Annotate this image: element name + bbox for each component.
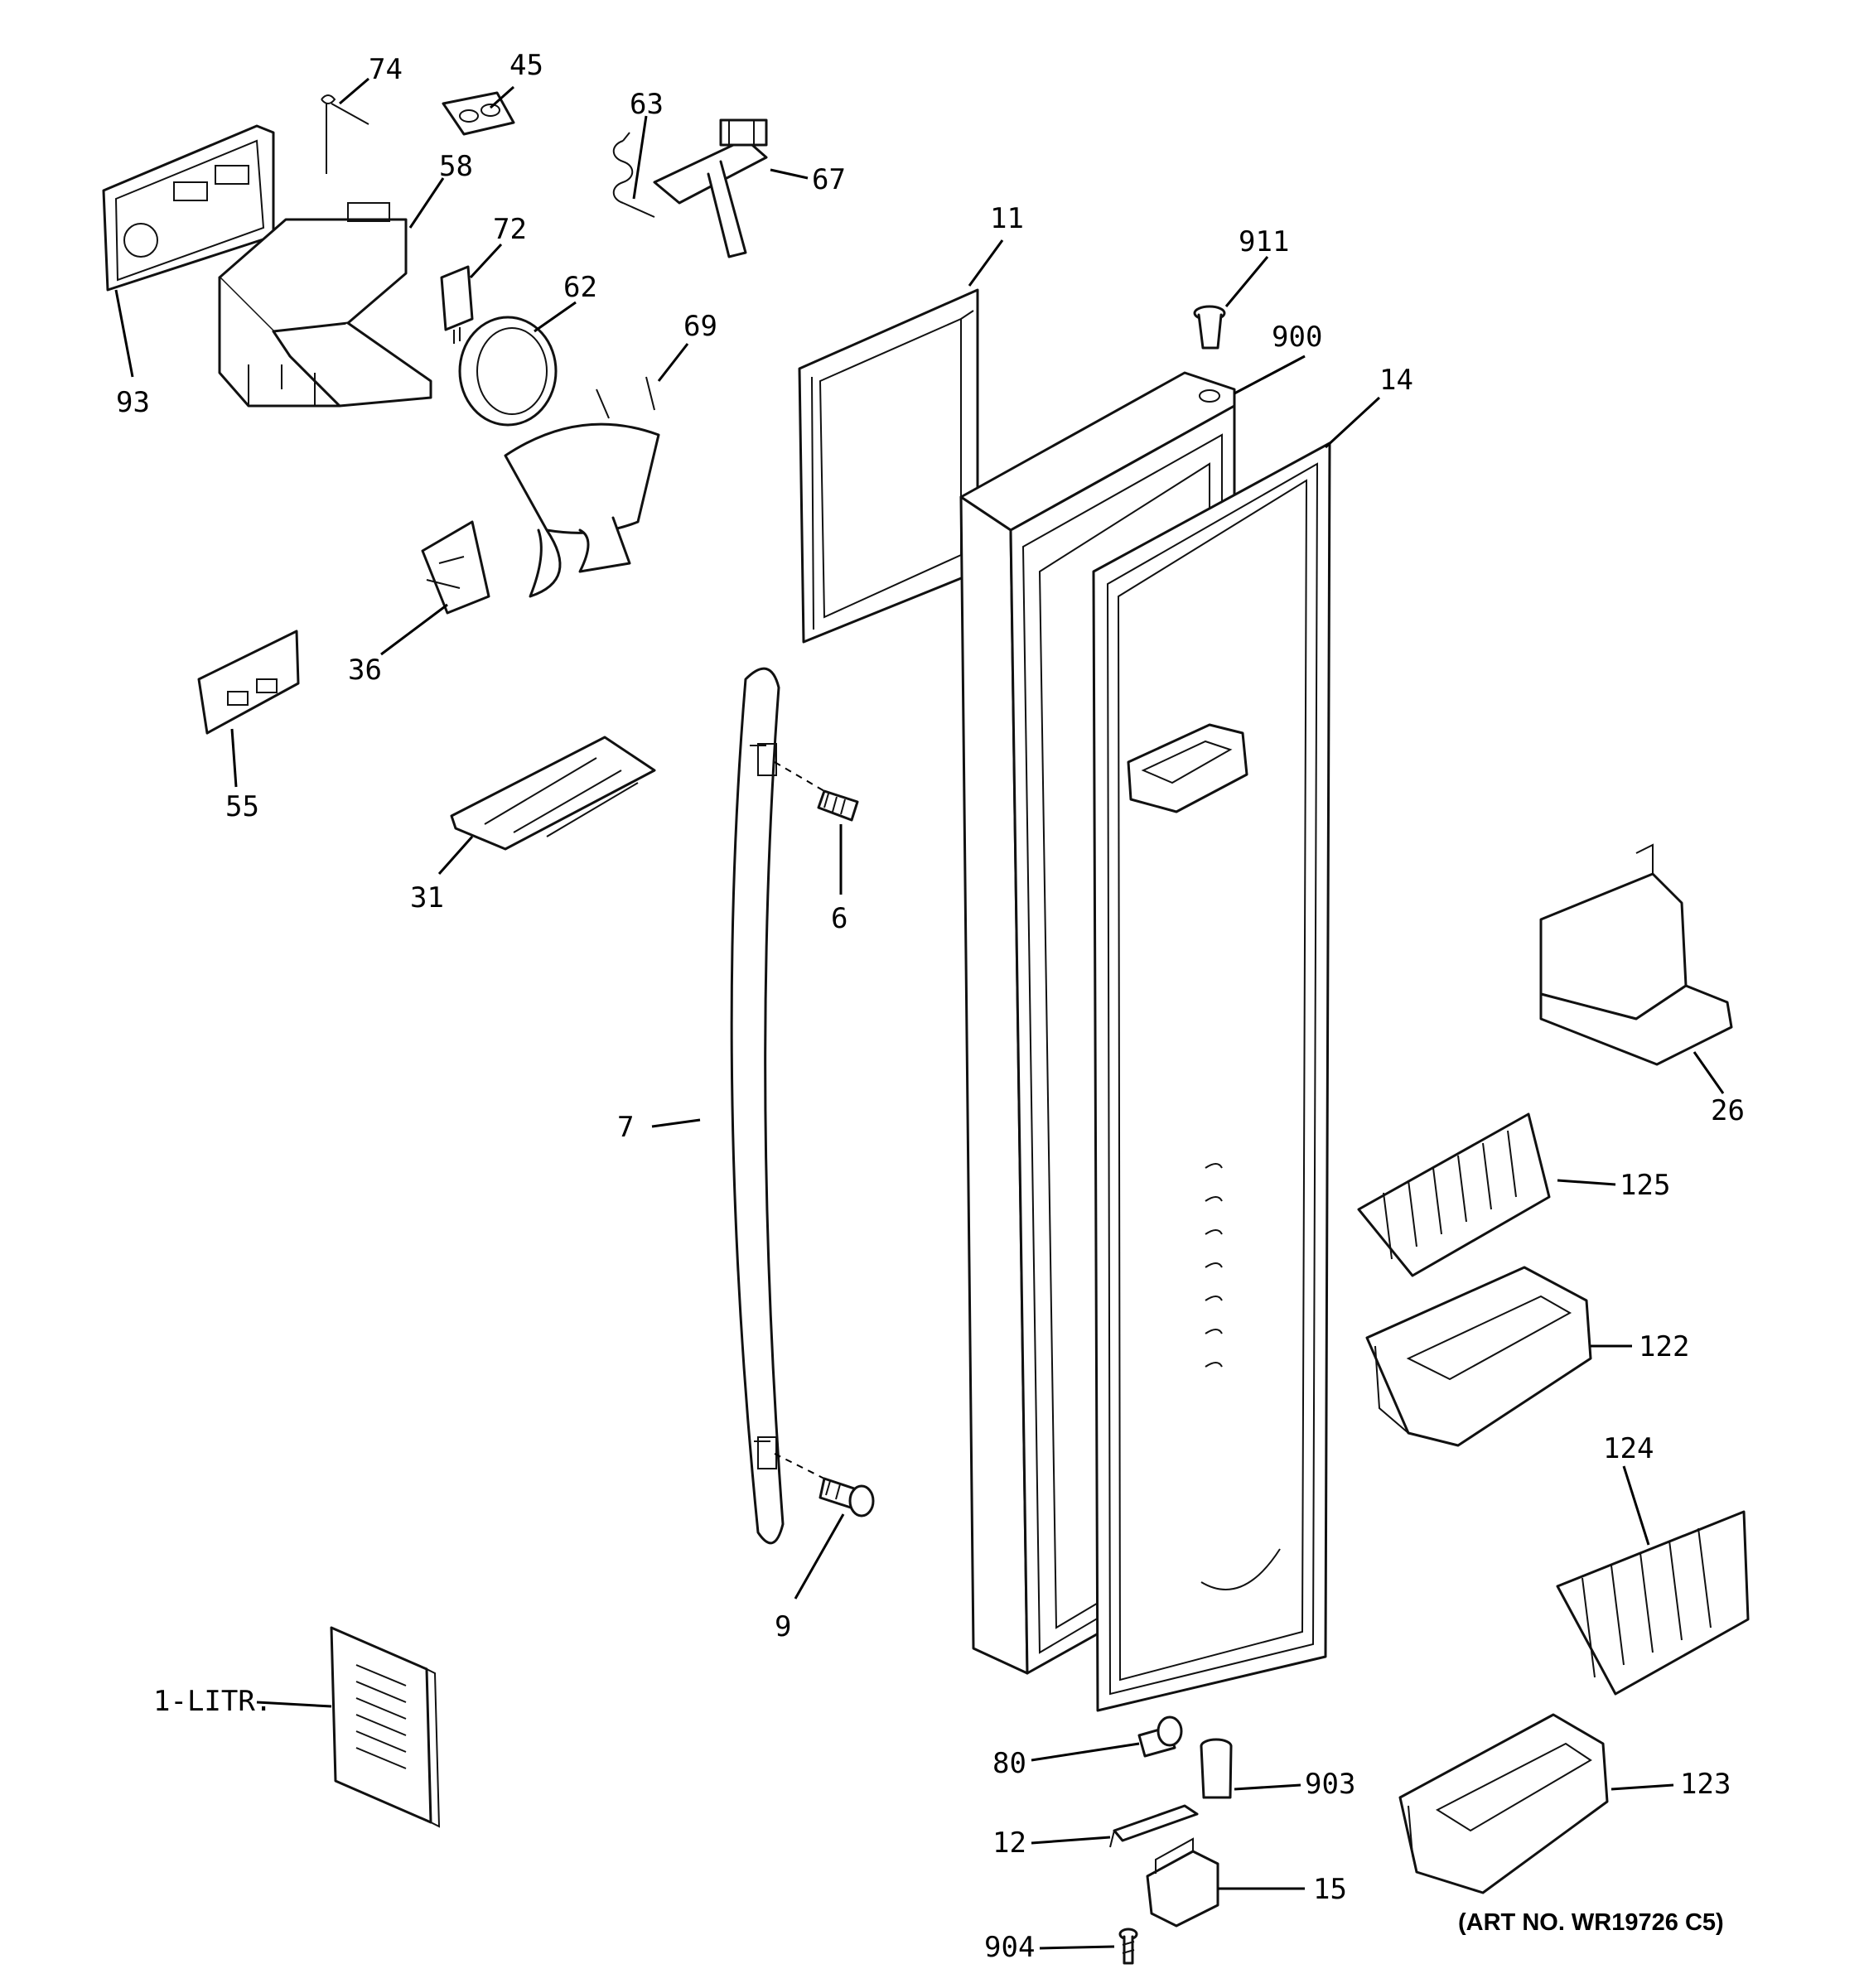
leader-93 <box>114 289 134 378</box>
part-124-wire-shelf <box>1556 1510 1750 1696</box>
part-72-switch <box>440 265 474 344</box>
part-93-control-panel <box>102 124 275 292</box>
leader-45 <box>490 85 514 109</box>
part-36-bracket <box>421 520 490 615</box>
callout-80: 80 <box>992 1747 1026 1780</box>
leader-12 <box>1031 1836 1111 1845</box>
callout-12: 12 <box>992 1826 1026 1860</box>
part-11-panel <box>798 288 979 644</box>
dashed-line-6 <box>774 761 825 792</box>
callout-14: 14 <box>1379 364 1413 397</box>
part-55-board <box>197 630 300 735</box>
part-69-chute <box>504 376 660 598</box>
leader-124 <box>1622 1465 1650 1546</box>
callout-74: 74 <box>369 53 403 86</box>
callout-903: 903 <box>1305 1768 1355 1801</box>
part-911-bushing <box>1193 305 1226 350</box>
callout-67: 67 <box>812 163 846 196</box>
leader-62 <box>534 301 577 333</box>
callout-124: 124 <box>1603 1432 1654 1465</box>
callout-911: 911 <box>1239 225 1289 258</box>
callout-1-litr: 1-LITR. <box>153 1685 272 1718</box>
part-9-screw <box>819 1477 875 1518</box>
part-125-wire-shelf <box>1357 1112 1551 1277</box>
part-15-hinge <box>1146 1837 1219 1928</box>
leader-80 <box>1031 1742 1140 1762</box>
part-31-tray <box>450 736 656 851</box>
leader-58 <box>408 177 445 229</box>
part-12-clip <box>1109 1804 1199 1848</box>
part-6-screw <box>817 789 859 822</box>
part-67-lever <box>653 118 768 258</box>
callout-7: 7 <box>617 1111 634 1144</box>
callout-125: 125 <box>1620 1169 1670 1202</box>
leader-7 <box>651 1118 701 1128</box>
part-904-screw <box>1118 1928 1138 1965</box>
callout-69: 69 <box>683 310 717 343</box>
leader-123 <box>1610 1783 1674 1791</box>
art-number-label: (ART NO. WR19726 C5) <box>1458 1909 1724 1936</box>
callout-900: 900 <box>1272 321 1322 354</box>
leader-9 <box>794 1513 845 1600</box>
callout-123: 123 <box>1680 1768 1731 1801</box>
leader-14 <box>1324 396 1381 449</box>
callout-31: 31 <box>410 881 444 914</box>
part-123-bin <box>1398 1713 1609 1894</box>
part-14-gasket <box>1092 442 1331 1712</box>
leader-900 <box>1234 355 1306 395</box>
callout-904: 904 <box>984 1931 1035 1964</box>
leader-31 <box>437 836 474 875</box>
callout-9: 9 <box>775 1610 791 1643</box>
callout-26: 26 <box>1711 1094 1745 1127</box>
leader-69 <box>657 343 689 382</box>
callout-36: 36 <box>348 654 382 687</box>
dashed-line-9 <box>774 1453 825 1479</box>
callout-15: 15 <box>1313 1873 1347 1906</box>
leader-903 <box>1234 1783 1301 1791</box>
callout-45: 45 <box>509 49 543 82</box>
part-7-handle <box>730 667 785 1545</box>
callout-72: 72 <box>493 213 527 246</box>
part-80-plug <box>1137 1715 1183 1758</box>
leader-1-litr <box>256 1701 332 1708</box>
part-74-spring <box>321 94 369 174</box>
callout-55: 55 <box>225 790 259 823</box>
callout-122: 122 <box>1639 1330 1689 1363</box>
leader-63 <box>632 115 648 200</box>
part-903-pin <box>1200 1738 1233 1799</box>
part-122-bin <box>1365 1266 1592 1447</box>
part-58-dispenser-housing <box>218 202 432 408</box>
callout-11: 11 <box>990 202 1024 235</box>
part-63-spring <box>612 132 655 218</box>
part-26-cover <box>1539 843 1733 1066</box>
leader-36 <box>380 603 448 656</box>
leader-72 <box>469 243 503 279</box>
part-1-litr-literature <box>330 1626 441 1828</box>
leader-74 <box>339 77 369 105</box>
leader-67 <box>770 168 809 180</box>
leader-911 <box>1224 256 1269 307</box>
leader-55 <box>230 728 238 788</box>
callout-6: 6 <box>831 902 847 935</box>
leader-904 <box>1039 1945 1115 1950</box>
callout-62: 62 <box>563 271 597 304</box>
part-62-ring <box>458 316 558 427</box>
part-45-bracket <box>442 91 515 136</box>
callout-63: 63 <box>630 88 664 121</box>
leader-26 <box>1693 1051 1725 1094</box>
leader-125 <box>1557 1179 1616 1186</box>
callout-58: 58 <box>439 150 473 183</box>
leader-11 <box>968 239 1004 287</box>
callout-93: 93 <box>116 386 150 419</box>
